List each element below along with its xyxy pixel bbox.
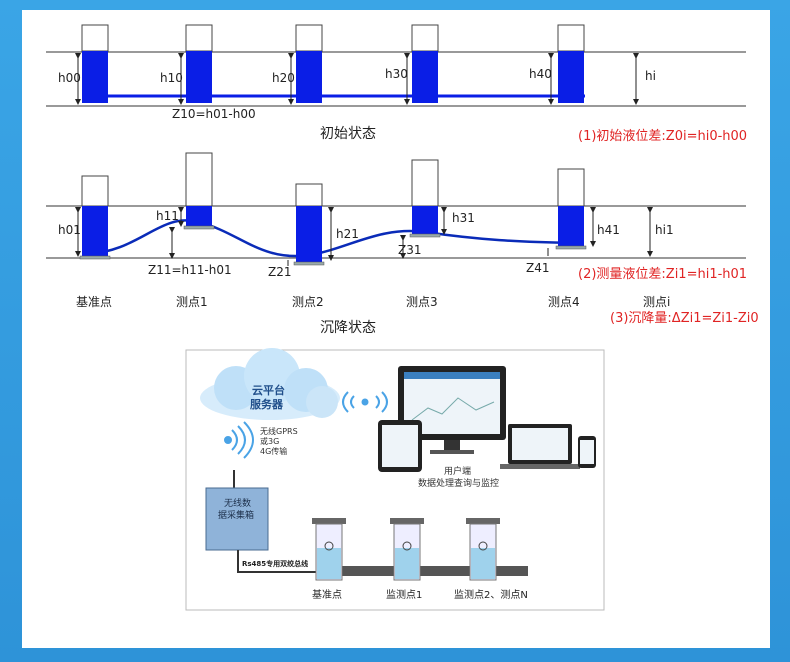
point-base: 基准点 (76, 295, 112, 309)
settlement-tank-base (79, 175, 111, 260)
signal-icon (342, 391, 388, 413)
laptop-icon (500, 424, 580, 469)
phone-icon (578, 436, 596, 468)
initial-tank-2 (295, 24, 323, 103)
tablet-icon (378, 420, 422, 472)
label-hi1: hi1 (655, 223, 674, 237)
settlement-state: h01 h11 h21 h31 h41 hi1 Z11=h11-h01 Z21 … (46, 152, 759, 336)
label-z41: Z41 (526, 261, 550, 275)
pipe (320, 566, 528, 576)
settlement-tank-4 (555, 168, 587, 250)
wireless-3: 4G传输 (260, 446, 287, 456)
formula-z10: Z10=h01-h00 (172, 107, 256, 121)
label-h10: h10 (160, 71, 183, 85)
note-measured: (2)测量液位差:Zi1=hi1-h01 (578, 267, 747, 282)
point-4: 测点4 (548, 295, 580, 309)
sys-point-1: 监测点1 (386, 588, 422, 601)
note-initial: (1)初始液位差:Z0i=hi0-h00 (578, 129, 747, 144)
system-figure: 云平台 服务器 (185, 348, 605, 611)
settlement-tank-3 (409, 159, 441, 238)
point-1: 测点1 (176, 295, 208, 309)
initial-tank-4 (557, 24, 585, 103)
bus-label: Rs485专用双绞总线 (242, 559, 308, 568)
settlement-title: 沉降状态 (320, 320, 376, 336)
diagram-panel: h00 h10 h20 h30 h40 hi Z10=h01-h00 初始状态 … (22, 10, 770, 648)
cloud-label-1: 云平台 (252, 383, 285, 397)
initial-tank-3 (411, 24, 439, 103)
label-z21: Z21 (268, 265, 292, 279)
settlement-tank-1 (183, 152, 215, 230)
initial-tank-base (81, 24, 109, 103)
label-h41: h41 (597, 223, 620, 237)
label-h00: h00 (58, 71, 81, 85)
label-h30: h30 (385, 67, 408, 81)
initial-tank-1 (185, 24, 213, 103)
settlement-tank-2 (293, 183, 325, 266)
collector-2: 据采集箱 (218, 509, 254, 521)
monitor-tank-1 (390, 518, 424, 581)
label-hi: hi (645, 69, 656, 83)
monitor-tank-2 (466, 518, 500, 581)
user-desc: 数据处理查询与监控 (418, 477, 499, 489)
wireless-icon (224, 421, 254, 459)
point-i: 测点i (643, 295, 670, 309)
point-2: 测点2 (292, 295, 324, 309)
monitor-icon (398, 366, 506, 454)
collector-1: 无线数 (224, 497, 251, 509)
formula-z11: Z11=h11-h01 (148, 263, 232, 277)
collector-box (205, 487, 269, 551)
wireless-2: 或3G (260, 436, 279, 446)
label-h01: h01 (58, 223, 81, 237)
label-h31: h31 (452, 211, 475, 225)
cloud-label-2: 服务器 (250, 397, 284, 411)
user-label: 用户端 (444, 465, 471, 477)
sys-point-2: 监测点2、测点N (454, 588, 528, 601)
initial-title: 初始状态 (320, 125, 376, 142)
label-z31: Z31 (398, 243, 422, 257)
note-settlement: (3)沉降量:ΔZi1=Zi1-Zi0 (610, 311, 759, 326)
label-h20: h20 (272, 71, 295, 85)
sys-point-base: 基准点 (312, 588, 342, 601)
initial-state: h00 h10 h20 h30 h40 hi Z10=h01-h00 初始状态 … (46, 24, 747, 144)
cloud-icon (200, 348, 340, 420)
wireless-1: 无线GPRS (260, 426, 298, 436)
settlement-diagram: h00 h10 h20 h30 h40 hi Z10=h01-h00 初始状态 … (46, 24, 759, 611)
point-3: 测点3 (406, 295, 438, 309)
label-h21: h21 (336, 227, 359, 241)
label-h11: h11 (156, 209, 179, 223)
monitor-tank-base (312, 518, 346, 581)
label-h40: h40 (529, 67, 552, 81)
